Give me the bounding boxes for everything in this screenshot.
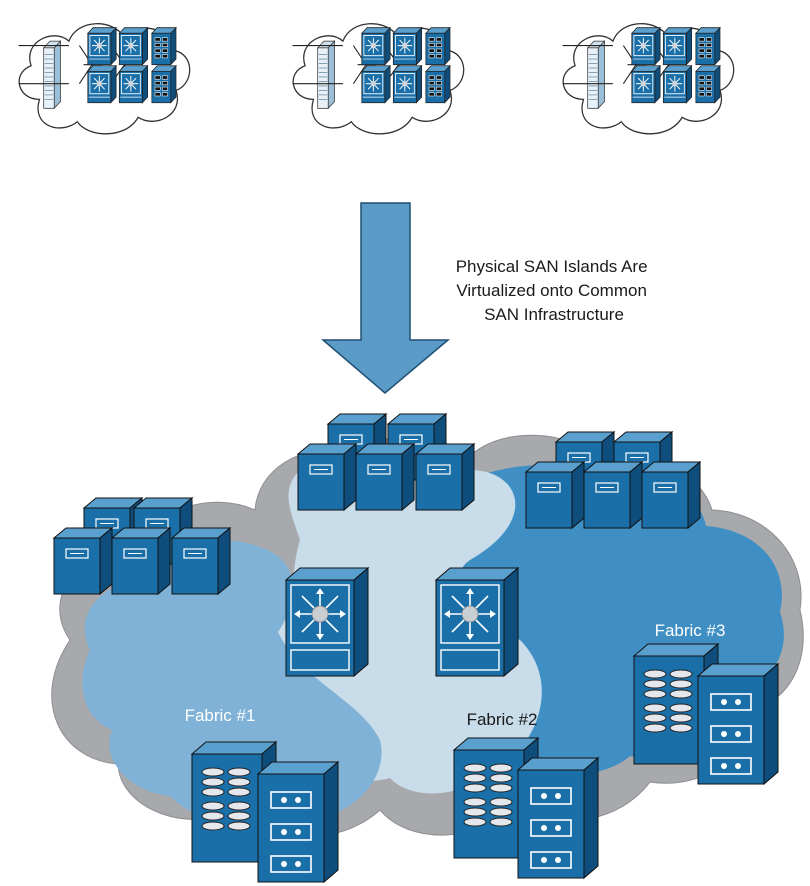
server-icon [111, 527, 171, 595]
storage-icon [151, 65, 177, 104]
storage-icon [695, 27, 721, 66]
server-rack-icon [587, 40, 605, 109]
storage-icon [425, 65, 451, 104]
caption-line: Physical SAN Islands Are [456, 257, 648, 276]
server-icon [641, 461, 701, 529]
server-icon [297, 443, 357, 511]
director-switch-icon [631, 65, 661, 104]
server-icon [53, 527, 113, 595]
director-switch-icon [361, 65, 391, 104]
director-switch-icon [285, 567, 369, 677]
storage-group [191, 741, 339, 883]
shared-san-cloud [51, 434, 804, 838]
san-island [17, 23, 191, 135]
storage-group [453, 737, 599, 879]
director-switch-icon [662, 27, 693, 66]
server-group [297, 413, 475, 511]
server-icon [355, 443, 415, 511]
fabric-label: Fabric #3 [655, 621, 726, 640]
server-icon [415, 443, 475, 511]
caption-line: Virtualized onto Common [456, 281, 647, 300]
director-switch-icon [631, 27, 661, 66]
storage-icon [425, 27, 451, 66]
jbod-icon [697, 663, 779, 785]
san-island [291, 23, 465, 135]
jbod-icon [517, 757, 599, 879]
jbod-icon [257, 761, 339, 883]
director-switch-icon [662, 65, 693, 104]
server-rack-icon [317, 40, 335, 109]
storage-icon [695, 65, 721, 104]
storage-icon [151, 27, 177, 66]
san-island [561, 23, 735, 135]
server-rack-icon [43, 40, 61, 109]
storage-group [633, 643, 779, 785]
down-arrow-icon [320, 202, 451, 394]
director-switch-icon [392, 65, 423, 104]
caption-line: SAN Infrastructure [484, 305, 624, 324]
director-switch-icon [118, 27, 149, 66]
director-switch-icon [435, 567, 519, 677]
caption: Physical SAN Islands Are Virtualized ont… [456, 257, 653, 324]
server-icon [583, 461, 643, 529]
server-icon [171, 527, 231, 595]
director-switch-icon [87, 65, 117, 104]
fabric-label: Fabric #2 [467, 710, 538, 729]
fabric-label: Fabric #1 [185, 706, 256, 725]
director-switch-icon [361, 27, 391, 66]
director-switch-icon [392, 27, 423, 66]
server-icon [525, 461, 585, 529]
director-switch-icon [87, 27, 117, 66]
director-switch-icon [118, 65, 149, 104]
